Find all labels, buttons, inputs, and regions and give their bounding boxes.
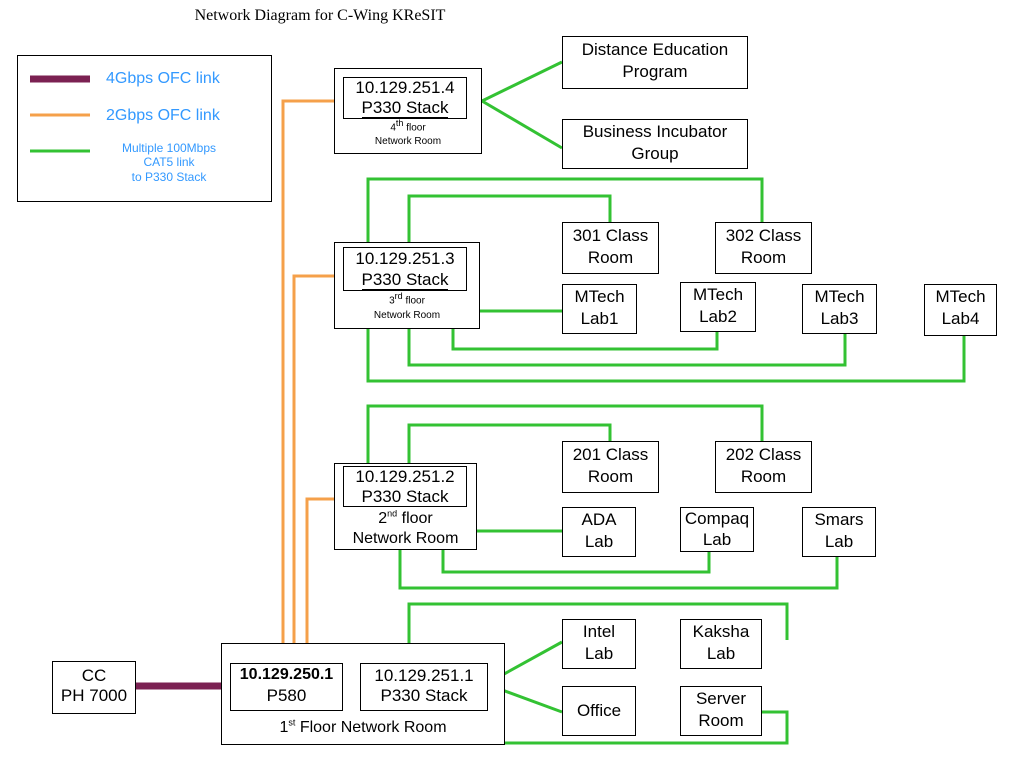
floor1-p330-stack: 10.129.251.1 P330 Stack [360, 663, 488, 711]
node-ada-lab: ADA Lab [562, 507, 636, 557]
link-f2-c202 [366, 404, 764, 463]
node-202-class-room: 202 Class Room [715, 441, 812, 493]
legend-4gbps-label: 4Gbps OFC link [106, 70, 220, 87]
link-f1-kaksha [407, 602, 789, 664]
cat5-links [30, 60, 966, 745]
p580-switch: 10.129.250.1 P580 [230, 663, 343, 711]
link-f3-mt2 [451, 329, 719, 351]
floor4-network-room: 10.129.251.4 P330 Stack 4th floor Networ… [334, 68, 482, 154]
link-f4-dep [481, 60, 563, 103]
node-smars-lab: Smars Lab [802, 507, 876, 557]
floor2-network-room: 10.129.251.2 P330 Stack 2nd floor Networ… [334, 463, 477, 550]
node-mtech-lab4: MTech Lab4 [924, 284, 997, 336]
floor4-p330-stack: 10.129.251.4 P330 Stack [343, 77, 467, 119]
ofc-to-f3 [292, 274, 334, 661]
node-201-class-room: 201 Class Room [562, 441, 659, 493]
floor2-p330-stack: 10.129.251.2 P330 Stack [343, 466, 467, 507]
link-f3-mt3 [407, 329, 847, 367]
link-f3-mt4 [366, 329, 966, 383]
link-f3-c302 [366, 177, 764, 242]
ofc4-links [30, 75, 230, 690]
floor3-network-room: 10.129.251.3 P330 Stack 3rd floor Networ… [334, 242, 480, 329]
link-f2-c201 [407, 423, 612, 463]
ofc-to-f2 [305, 497, 334, 661]
node-server-room: Server Room [680, 686, 762, 736]
floor1-room-label: 1st Floor Network Room [279, 717, 447, 736]
node-302-class-room: 302 Class Room [715, 222, 812, 274]
link-f3-c301 [407, 194, 612, 242]
node-mtech-lab3: MTech Lab3 [802, 284, 877, 334]
legend: 4Gbps OFC link 2Gbps OFC link Multiple 1… [17, 55, 272, 202]
node-intel-lab: Intel Lab [562, 619, 636, 669]
link-f4-big [481, 99, 563, 150]
node-301-class-room: 301 Class Room [562, 222, 659, 274]
legend-2gbps-label: 2Gbps OFC link [106, 107, 220, 124]
legend-cat5-label: Multiple 100Mbps CAT5 link to P330 Stack [121, 141, 217, 184]
node-distance-education: Distance Education Program [562, 36, 748, 89]
node-business-incubator: Business Incubator Group [562, 119, 748, 169]
cc-ph7000-box: CC PH 7000 [52, 661, 136, 714]
ofc-to-f4 [281, 99, 334, 661]
link-f2-compaq [441, 550, 711, 574]
node-kaksha-lab: Kaksha Lab [680, 619, 762, 669]
floor1-network-room: 10.129.250.1 P580 10.129.251.1 P330 Stac… [221, 643, 505, 745]
node-office: Office [562, 686, 636, 736]
link-f2-smars [398, 550, 839, 590]
node-mtech-lab2: MTech Lab2 [680, 282, 756, 332]
node-mtech-lab1: MTech Lab1 [562, 284, 637, 334]
node-compaq-lab: Compaq Lab [680, 507, 754, 552]
floor3-p330-stack: 10.129.251.3 P330 Stack [343, 247, 467, 291]
diagram-title: Network Diagram for C-Wing KReSIT [194, 7, 446, 24]
